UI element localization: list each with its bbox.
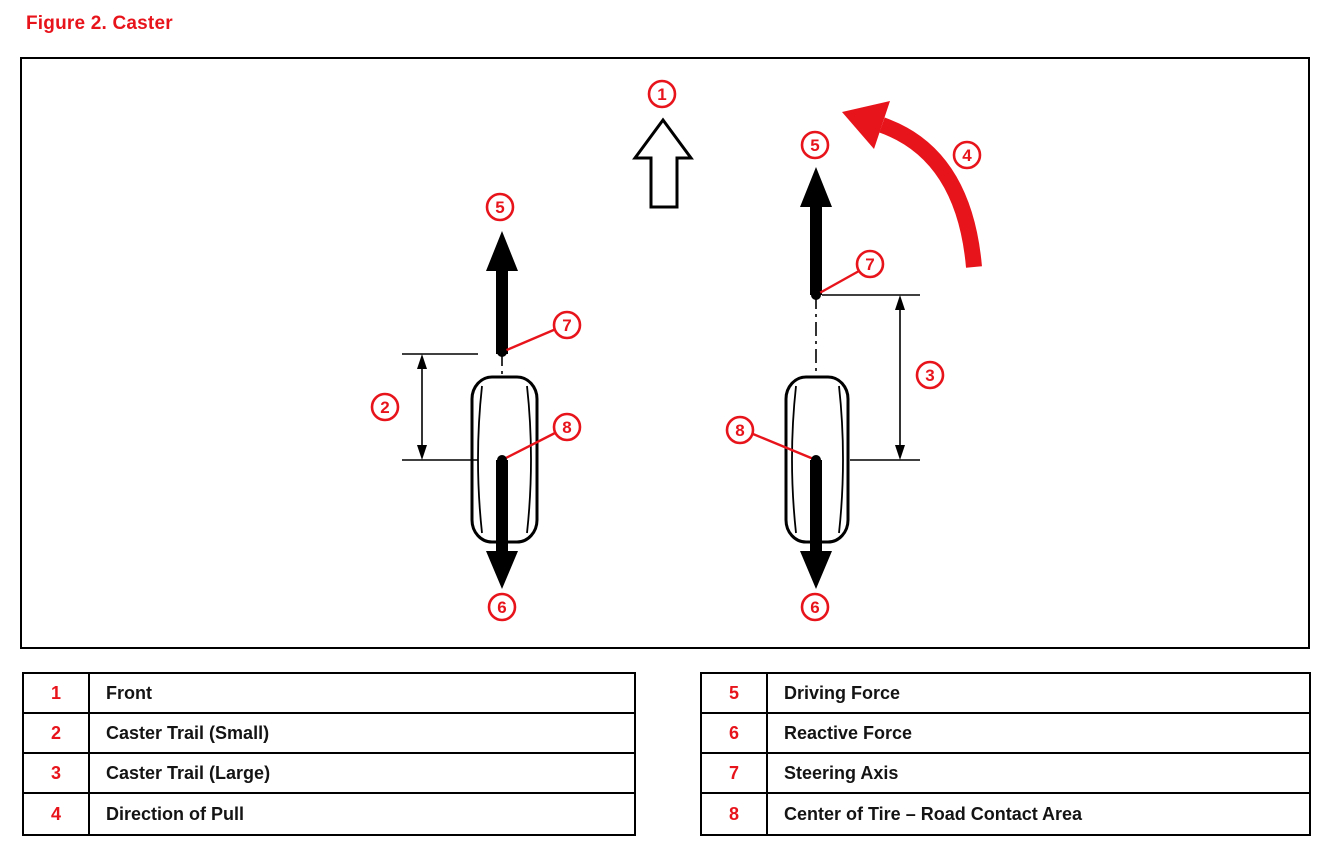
legend-num: 8	[702, 794, 768, 834]
legend-num: 4	[24, 794, 90, 834]
right-tire-sidewall-right	[838, 385, 844, 534]
legend-num: 5	[702, 674, 768, 712]
direction-of-pull-arrow	[879, 117, 982, 268]
legend-label: Reactive Force	[784, 722, 913, 743]
right-callout-7-leader	[815, 269, 860, 297]
callout-5-right-circle	[800, 130, 830, 160]
legend-label: Center of Tire – Road Contact Area	[784, 803, 1083, 824]
callout-1-label: 1	[657, 85, 666, 104]
caster-diagram-frame: 1 5 2 7	[20, 57, 1310, 649]
right-driving-force-arrow	[800, 167, 832, 295]
front-arrow-shape	[632, 117, 694, 209]
callout-6-right-circle	[800, 592, 830, 622]
right-dim-arrow-up	[895, 295, 905, 310]
legend-row: 4 Direction of Pull	[24, 794, 634, 834]
legend-row: 8 Center of Tire – Road Contact Area	[702, 794, 1309, 834]
legend-row: 2 Caster Trail (Small)	[24, 714, 634, 754]
callout-1-circle	[647, 79, 677, 109]
right-callout-8-leader	[752, 432, 817, 462]
callout-2-label: 2	[380, 398, 389, 417]
callout-7-left-circle	[552, 310, 582, 340]
legend-num: 1	[24, 674, 90, 712]
legend-num: 2	[24, 714, 90, 752]
left-callout-8-leader	[501, 431, 556, 462]
left-tire-sidewall-right	[526, 385, 532, 534]
callout-7-right-circle	[855, 249, 885, 279]
callout-2-circle	[370, 392, 400, 422]
callout-7-right-label: 7	[865, 255, 874, 274]
callout-6-left-label: 6	[497, 598, 506, 617]
left-callout-7-leader	[501, 327, 557, 354]
callout-5-left-label: 5	[495, 198, 504, 217]
callout-5-left-circle	[485, 192, 515, 222]
callout-5-right-label: 5	[810, 136, 819, 155]
left-dim-arrow-up	[417, 354, 427, 369]
callout-6-left-circle	[487, 592, 517, 622]
left-steering-axis-dot	[497, 347, 507, 357]
legend-label: Driving Force	[784, 682, 901, 703]
right-steering-axis-dot	[811, 290, 821, 300]
legend-num: 3	[24, 754, 90, 792]
callout-6-right-label: 6	[810, 598, 819, 617]
figure-title: Figure 2. Caster	[26, 13, 173, 34]
callout-8-right-label: 8	[735, 421, 744, 440]
callout-8-left-circle	[552, 412, 582, 442]
callout-4-label: 4	[962, 146, 972, 165]
callout-3-label: 3	[925, 366, 934, 385]
right-tire-sidewall-left	[791, 385, 797, 534]
legend-table-right: 5 Driving Force 6 Reactive Force 7 Steer…	[700, 672, 1311, 836]
left-wheel-assembly: 5 2 7 8	[370, 192, 582, 622]
callout-8-right-circle	[725, 415, 755, 445]
legend-label: Direction of Pull	[106, 803, 245, 824]
callout-4-circle	[952, 140, 982, 170]
left-reactive-force-arrow	[486, 460, 518, 589]
right-reactive-force-arrow	[800, 460, 832, 589]
front-direction-arrow: 1	[632, 79, 694, 209]
legend-table-left: 1 Front 2 Caster Trail (Small) 3 Caster …	[22, 672, 636, 836]
left-driving-force-arrow	[486, 231, 518, 354]
legend-label: Front	[106, 682, 152, 703]
callout-3-circle	[915, 360, 945, 390]
direction-of-pull-arrowhead	[842, 101, 890, 149]
right-wheel-assembly: 4 5 3 7	[725, 101, 982, 622]
legend-row: 7 Steering Axis	[702, 754, 1309, 794]
legend-label: Caster Trail (Large)	[106, 762, 271, 783]
legend-row: 5 Driving Force	[702, 674, 1309, 714]
caster-diagram: 1 5 2 7	[370, 79, 982, 622]
legend-label: Steering Axis	[784, 762, 899, 783]
legend-row: 3 Caster Trail (Large)	[24, 754, 634, 794]
legend-label: Caster Trail (Small)	[106, 722, 270, 743]
legend-num: 6	[702, 714, 768, 752]
legend-row: 6 Reactive Force	[702, 714, 1309, 754]
right-dim-arrow-down	[895, 445, 905, 460]
legend-num: 7	[702, 754, 768, 792]
legend-row: 1 Front	[24, 674, 634, 714]
callout-8-left-label: 8	[562, 418, 571, 437]
left-dim-arrow-down	[417, 445, 427, 460]
callout-7-left-label: 7	[562, 316, 571, 335]
left-tire-sidewall-left	[477, 385, 483, 534]
